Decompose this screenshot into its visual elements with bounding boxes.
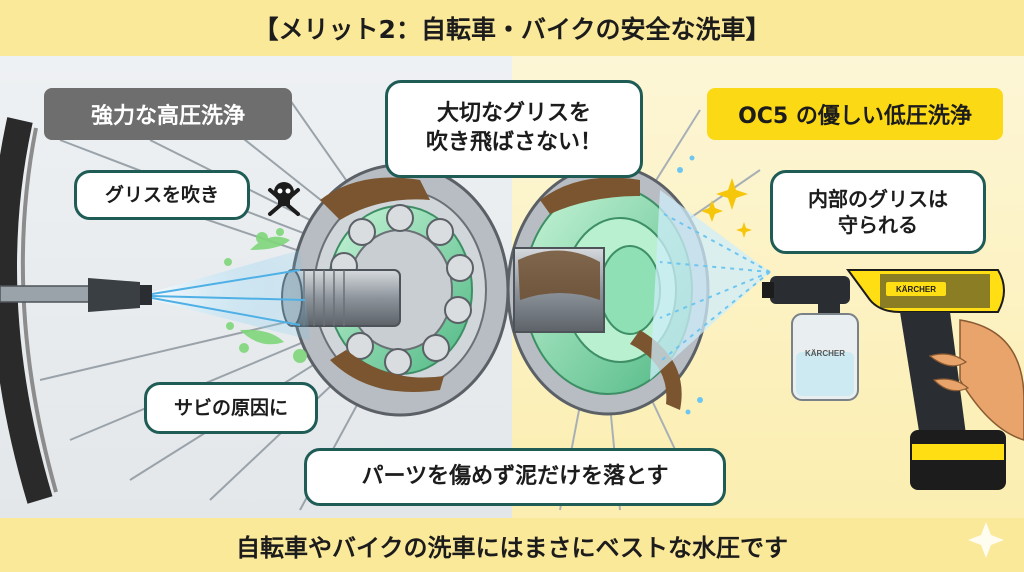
karcher-spray-gun — [762, 269, 1024, 490]
keep-grease-callout: 大切なグリスを 吹き飛ばさない！ — [385, 80, 643, 178]
page-title: 【メリット2：自転車・バイクの安全な洗車】 — [253, 15, 771, 44]
high-pressure-nozzle — [0, 278, 152, 312]
title-banner: 【メリット2：自転車・バイクの安全な洗車】 — [0, 0, 1024, 56]
grease-protected-callout: 内部のグリスは 守られる — [770, 170, 986, 254]
high-pressure-label: 強力な高圧洗浄 — [44, 88, 292, 140]
skull-crossbones-icon — [268, 182, 300, 216]
bottle-brand-label: KÄRCHER — [805, 348, 845, 358]
footer-text: 自転車やバイクの洗車にはまさにベストな水圧です — [236, 533, 788, 562]
low-pressure-label: OC5 の優しい低圧洗浄 — [707, 88, 1003, 140]
low-pressure-spray — [650, 155, 771, 415]
high-pressure-spray — [151, 228, 310, 363]
grease-blown-callout: グリスを吹き — [74, 170, 250, 220]
parts-safe-callout: パーツを傷めず泥だけを落とす — [304, 448, 726, 506]
hub-left — [281, 163, 510, 417]
sparkle-icon — [968, 522, 1004, 558]
sparkle-icon — [701, 178, 752, 238]
hub-right — [506, 164, 710, 416]
rust-cause-callout: サビの原因に — [144, 382, 318, 434]
gun-brand-label: KÄRCHER — [896, 284, 936, 294]
footer-banner: 自転車やバイクの洗車にはまさにベストな水圧です — [0, 518, 1024, 572]
